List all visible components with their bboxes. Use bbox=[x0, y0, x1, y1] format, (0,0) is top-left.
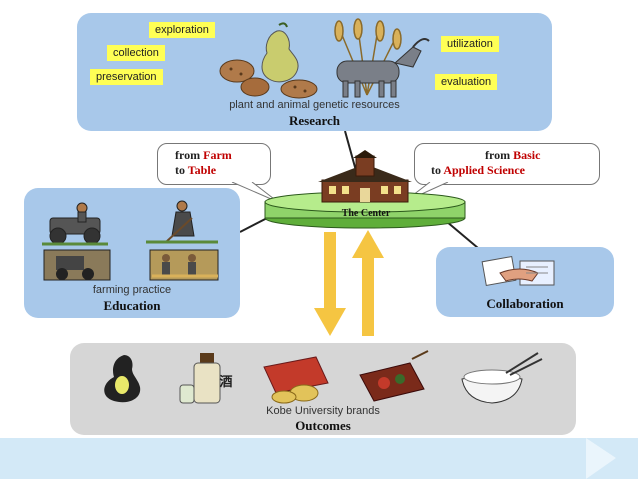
bubble-basic-to: to bbox=[431, 163, 444, 177]
handshake-documents-icon bbox=[481, 255, 555, 287]
tag-utilization: utilization bbox=[441, 36, 499, 52]
snack-package-icon bbox=[263, 356, 329, 404]
outcomes-panel: 酒 Kobe University brands Outcomes bbox=[70, 343, 576, 435]
bubble-farm-word: Farm bbox=[203, 148, 232, 162]
rice-bowl-icon bbox=[461, 352, 543, 404]
center-building bbox=[264, 150, 466, 229]
education-heading: Education bbox=[103, 298, 161, 313]
collaboration-heading: Collaboration bbox=[486, 296, 564, 311]
brand-products-illustration bbox=[104, 350, 543, 404]
wheat-icon bbox=[334, 18, 402, 96]
farmer-hoeing-icon bbox=[146, 200, 218, 244]
schoolhouse-icon bbox=[318, 150, 412, 203]
bubble-farm-to: to bbox=[175, 163, 188, 177]
research-panel: exploration collection preservation util… bbox=[77, 13, 552, 131]
tag-preservation: preservation bbox=[90, 69, 163, 85]
tractor-field-icon bbox=[43, 249, 111, 281]
bubble-basic-from: from bbox=[485, 148, 514, 162]
potatoes-icon bbox=[219, 59, 318, 99]
pear-silhouette-icon bbox=[104, 355, 141, 403]
bottom-band-tip bbox=[586, 438, 616, 479]
tag-evaluation: evaluation bbox=[435, 74, 498, 90]
center-label: The Center bbox=[341, 208, 391, 219]
bubble-farm-to-table: from Farm to Table bbox=[157, 143, 271, 185]
tag-collection: collection bbox=[107, 45, 165, 61]
education-caption: farming practice bbox=[92, 284, 172, 296]
tractor-farmer-icon bbox=[42, 202, 108, 246]
outcomes-caption: Kobe University brands bbox=[266, 405, 380, 417]
bubble-basic-to-applied: from Basic to Applied Science bbox=[414, 143, 600, 185]
bento-box-icon bbox=[359, 350, 429, 402]
flow-arrows bbox=[314, 230, 384, 336]
goat-icon bbox=[336, 38, 430, 98]
bubble-farm-from: from bbox=[175, 148, 204, 162]
bubble-basic-applied: Applied Science bbox=[443, 163, 526, 177]
research-caption: plant and animal genetic resources bbox=[229, 99, 400, 111]
collaboration-panel: Collaboration bbox=[436, 247, 614, 317]
arrow-down-icon bbox=[314, 232, 346, 336]
rice-harvest-icon bbox=[149, 249, 219, 281]
bubble-farm-table: Table bbox=[187, 163, 217, 177]
pear-icon bbox=[261, 22, 299, 83]
genetic-resources-illustration bbox=[219, 18, 430, 99]
education-panel: farming practice Education bbox=[24, 188, 240, 318]
arrow-up-icon bbox=[352, 230, 384, 336]
tag-exploration: exploration bbox=[149, 22, 215, 38]
bottom-band bbox=[0, 438, 638, 479]
sake-bottle-icon bbox=[179, 353, 221, 404]
outcomes-heading: Outcomes bbox=[295, 418, 351, 433]
research-heading: Research bbox=[288, 113, 341, 128]
sake-label: 酒 bbox=[219, 375, 233, 390]
bubble-basic-word: Basic bbox=[513, 148, 541, 162]
farming-illustrations bbox=[42, 200, 219, 281]
